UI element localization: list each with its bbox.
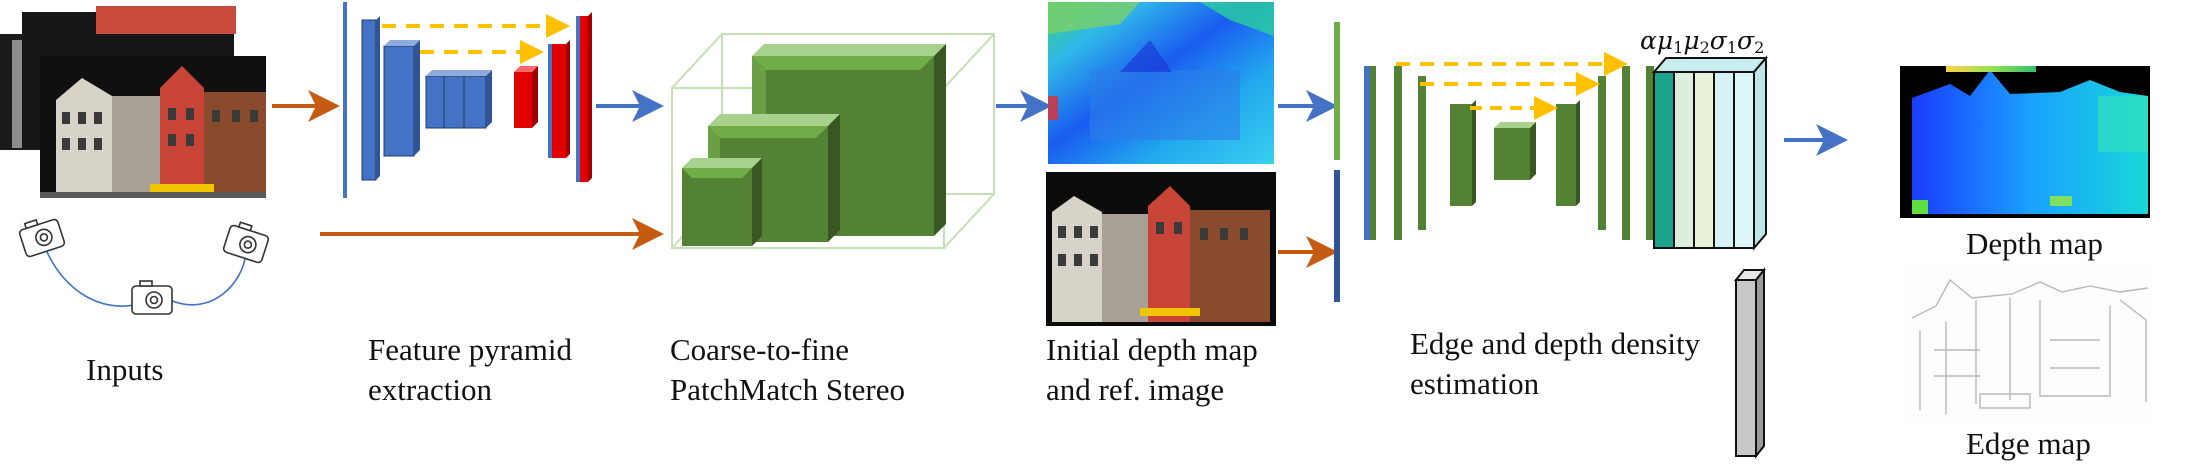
encoder-layer-3 xyxy=(425,75,487,129)
mu2-symbol: μ xyxy=(1683,26,1700,55)
param-mu1-channel xyxy=(1673,71,1695,249)
label-patchmatch-line-1: Coarse-to-fine xyxy=(670,332,850,367)
label-feature-pyramid-line-2: extraction xyxy=(368,372,492,407)
label-initial-depth-line-1: Initial depth map xyxy=(1046,332,1258,367)
label-edge-density: Edge and depth density estimation xyxy=(1410,324,1700,404)
label-edge-density-line-2: estimation xyxy=(1410,366,1540,401)
output-edge-map xyxy=(1904,264,2154,424)
cube-small xyxy=(682,158,762,246)
decoder-layer-1 xyxy=(578,16,588,182)
label-feature-pyramid: Feature pyramid extraction xyxy=(368,330,572,410)
initial-depth-map-image xyxy=(1048,2,1274,164)
param-alpha-channel xyxy=(1653,71,1675,249)
camera-rig xyxy=(18,218,270,315)
label-edge-density-line-1: Edge and depth density xyxy=(1410,326,1701,361)
label-depth-map: Depth map xyxy=(1966,226,2103,261)
output-depth-map xyxy=(1900,66,2150,218)
est-encoder-layer-4 xyxy=(1450,104,1472,206)
decoder-layer-2 xyxy=(550,44,566,158)
camera-icon xyxy=(222,221,270,264)
label-inputs: Inputs xyxy=(86,352,164,387)
label-initial-depth-line-2: and ref. image xyxy=(1046,372,1225,407)
param-mu2-channel xyxy=(1693,71,1715,249)
encoder-layer-1 xyxy=(361,19,377,181)
encoder-layer-2 xyxy=(383,45,415,157)
decoder-layer-3 xyxy=(514,72,532,128)
label-patchmatch: Coarse-to-fine PatchMatch Stereo xyxy=(670,330,905,410)
label-patchmatch-line-2: PatchMatch Stereo xyxy=(670,372,906,407)
encoder-input-bar xyxy=(343,2,347,198)
density-parameter-labels: αμ1μ2σ1σ2 xyxy=(1640,26,1765,57)
label-initial-depth: Initial depth map and ref. image xyxy=(1046,330,1258,410)
edge-output-bar xyxy=(1733,267,1767,459)
patchmatch-volume xyxy=(671,33,995,249)
param-sigma1-channel xyxy=(1713,71,1735,249)
est-decoder-layer-3 xyxy=(1598,76,1606,230)
est-decoder-layer-2 xyxy=(1622,66,1630,240)
camera-baseline-curve-2 xyxy=(169,251,247,306)
est-decoder-layer-1 xyxy=(1646,66,1654,240)
sigma1-symbol: σ xyxy=(1709,26,1727,55)
est-decoder-layer-4 xyxy=(1556,104,1576,206)
mu1-symbol: μ xyxy=(1656,26,1674,55)
est-encoder-layer-2 xyxy=(1394,66,1402,240)
image-input-bar xyxy=(1334,170,1340,302)
est-bottleneck xyxy=(1494,128,1530,180)
density-parameter-tensor xyxy=(1651,55,1769,251)
label-feature-pyramid-line-1: Feature pyramid xyxy=(368,332,573,367)
sigma2-symbol: σ xyxy=(1737,26,1755,55)
camera-icon xyxy=(18,218,66,258)
input-photo-front xyxy=(40,56,266,198)
param-sigma2-channel xyxy=(1733,71,1755,249)
alpha-symbol: α xyxy=(1640,26,1657,55)
input-images-stack xyxy=(0,6,266,198)
est-encoder-layer-1 xyxy=(1364,66,1370,240)
est-encoder-layer-3 xyxy=(1418,76,1426,230)
depth-input-bar xyxy=(1334,22,1340,160)
reference-image xyxy=(1046,172,1276,326)
feature-pyramid-network xyxy=(343,2,592,198)
camera-icon xyxy=(131,280,173,315)
label-edge-map: Edge map xyxy=(1966,426,2091,461)
density-estimation-network xyxy=(1334,22,1654,302)
